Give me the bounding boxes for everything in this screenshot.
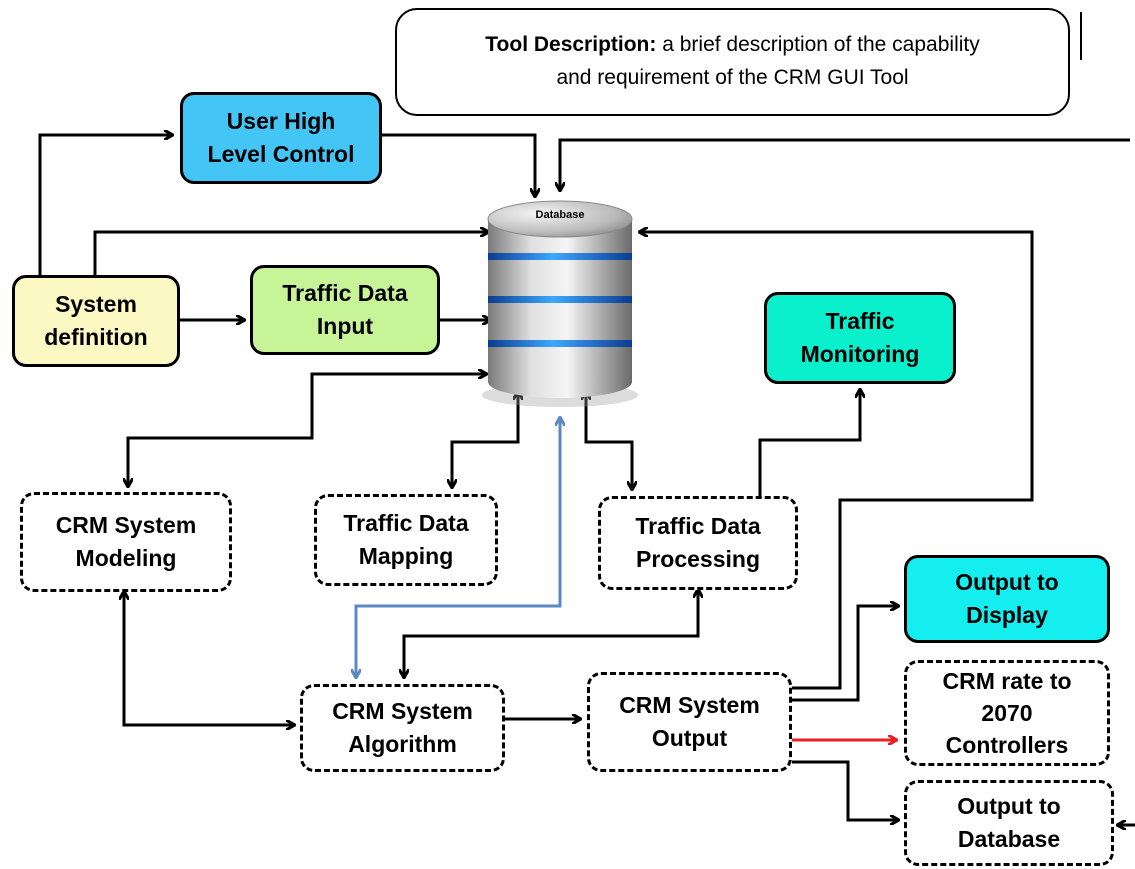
traffic-data-processing-box[interactable]: Traffic Data Processing [598,496,798,590]
tool-description-line-1: Tool Description: a brief description of… [485,29,979,62]
output-to-display-box[interactable]: Output to Display [904,555,1110,643]
traffic-processing-line-2: Processing [636,546,760,572]
output-database-line-1: Output to [957,792,1061,819]
traffic-processing-line-1: Traffic Data [635,512,761,539]
crm-output-line-1: CRM System [619,691,760,718]
tool-description-callout: Tool Description: a brief description of… [395,8,1070,116]
tool-description-text-1: a brief description of the capability [662,33,980,57]
crm-modeling-line-2: Modeling [75,545,177,571]
user-control-line-1: User High [226,107,336,134]
crm-system-output-box[interactable]: CRM System Output [587,672,792,772]
tool-description-text-2: and requirement of the CRM GUI Tool [556,66,909,89]
traffic-data-mapping-box[interactable]: Traffic Data Mapping [314,494,498,586]
system-definition-line-1: System [55,290,137,317]
crm-modeling-line-1: CRM System [55,511,197,538]
text-cursor-bar [1080,12,1082,60]
user-control-line-2: Level Control [207,141,355,167]
system-definition-box[interactable]: System definition [12,275,180,367]
database-icon [482,200,638,407]
traffic-mapping-line-2: Mapping [358,543,454,569]
crm-rate-line-1: CRM rate to [942,667,1072,694]
user-high-level-control-box[interactable]: User High Level Control [180,92,382,184]
output-to-database-box[interactable]: Output to Database [904,780,1114,866]
output-display-line-2: Display [966,602,1048,628]
crm-rate-controllers-box[interactable]: CRM rate to 2070 Controllers [904,660,1110,766]
traffic-data-input-box[interactable]: Traffic Data Input [250,265,440,355]
database-label: Database [535,209,585,221]
crm-rate-line-3: Controllers [945,732,1069,759]
crm-algorithm-line-1: CRM System [332,697,473,724]
traffic-input-line-1: Traffic Data [282,279,408,306]
traffic-monitoring-line-2: Monitoring [800,341,920,367]
crm-algorithm-line-2: Algorithm [348,731,457,757]
system-definition-line-2: definition [44,324,148,350]
traffic-monitoring-line-1: Traffic [825,307,895,334]
output-display-line-1: Output to [955,568,1059,595]
traffic-mapping-line-1: Traffic Data [343,509,469,536]
tool-description-label: Tool Description: [485,33,657,57]
traffic-input-line-2: Input [316,313,374,339]
crm-system-modeling-box[interactable]: CRM System Modeling [20,492,232,592]
output-database-line-2: Database [957,826,1061,852]
traffic-monitoring-box[interactable]: Traffic Monitoring [764,292,956,384]
crm-output-line-2: Output [651,725,728,751]
crm-system-algorithm-box[interactable]: CRM System Algorithm [300,684,505,772]
crm-rate-line-2: 2070 [981,699,1033,726]
